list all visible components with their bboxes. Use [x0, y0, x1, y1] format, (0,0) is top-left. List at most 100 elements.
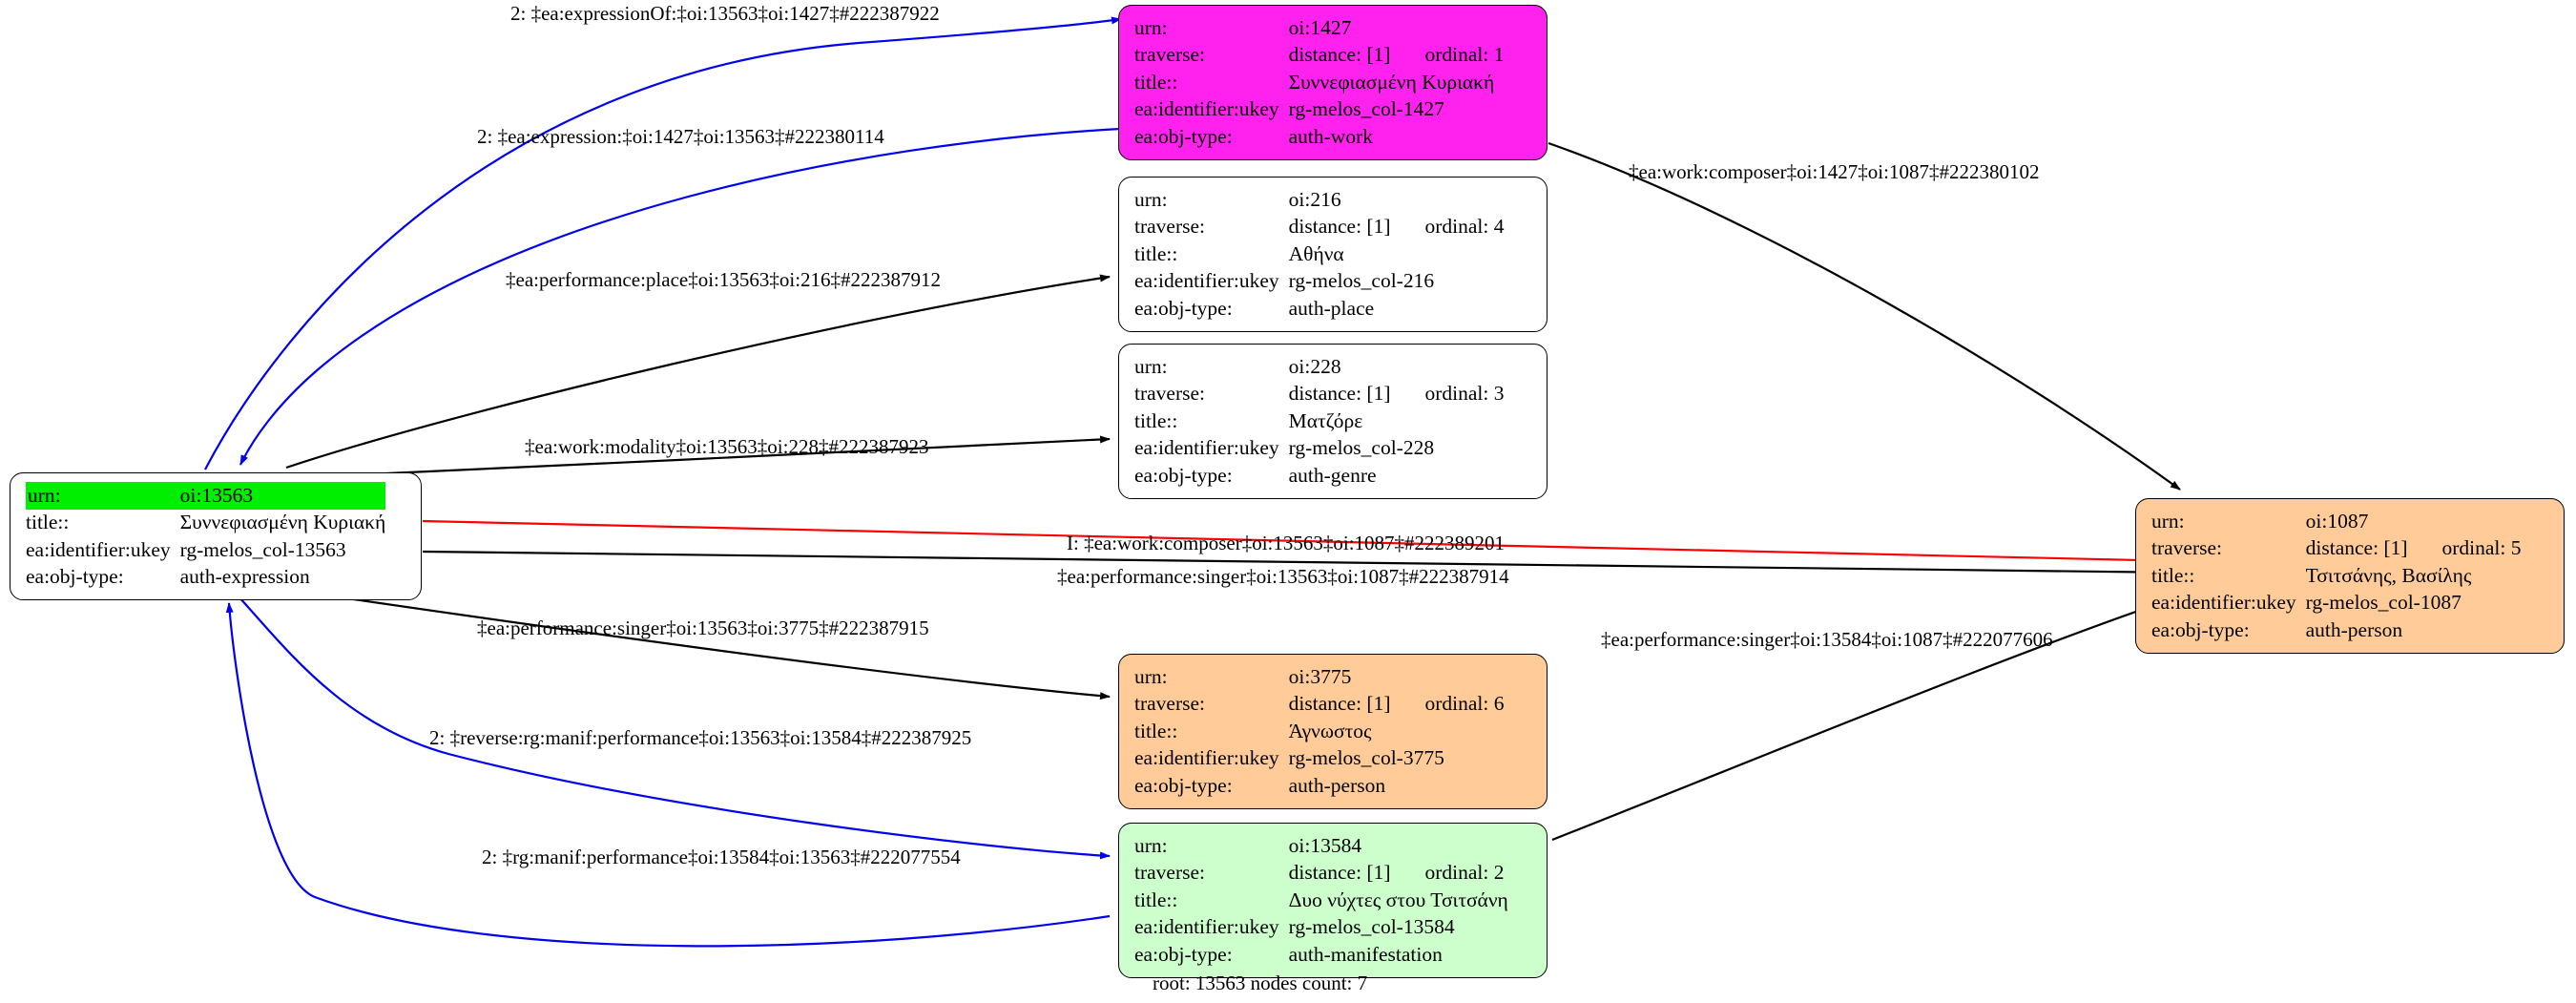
- edge-path-e6: [422, 519, 2184, 565]
- traverse-ordinal: ordinal: 1: [1424, 43, 1505, 66]
- edge-path-e8: [314, 592, 1111, 700]
- field-label-ukey: ea:identifier:ukey: [1134, 746, 1279, 769]
- traverse-distance: distance: [1]: [1288, 382, 1391, 405]
- node-row-objtype: ea:obj-type: auth-expression: [26, 564, 385, 592]
- field-value-traverse: distance: [1] ordinal: 3: [1289, 381, 1505, 408]
- field-label-objtype: ea:obj-type:: [1134, 942, 1233, 966]
- field-label-urn: urn:: [1134, 187, 1168, 211]
- field-label-objtype: ea:obj-type:: [1134, 463, 1233, 487]
- field-label-ukey: ea:identifier:ukey: [1134, 269, 1279, 292]
- node-1427[interactable]: urn: oi:1427 traverse: distance: [1]ordi…: [1118, 5, 1548, 160]
- field-label-objtype: ea:obj-type:: [1134, 296, 1233, 320]
- field-value-ukey: rg-melos_col-13563: [179, 537, 346, 561]
- field-value-objtype: auth-place: [1288, 296, 1375, 320]
- edge-label-e8: ‡ea:performance:singer‡oi:13563‡oi:3775‡…: [477, 616, 929, 639]
- edge-path-e1: [204, 16, 1122, 470]
- node-row-objtype: ea:obj-type: auth-person: [1134, 772, 1505, 800]
- field-label-traverse: traverse:: [1134, 43, 1206, 66]
- node-row-title: title:: Συννεφιασμένη Κυριακή: [26, 510, 385, 537]
- node-row-title: title:: Αθήνα: [1134, 240, 1505, 268]
- node-row-objtype: ea:obj-type: auth-manifestation: [1134, 941, 1508, 969]
- node-row-ukey: ea:identifier:ukey rg-melos_col-13563: [26, 536, 385, 564]
- field-label-title: title::: [1134, 719, 1178, 742]
- field-value-traverse: distance: [1] ordinal: 4: [1289, 214, 1505, 241]
- node-row-ukey: ea:identifier:ukey rg-melos_col-216: [1134, 268, 1505, 296]
- field-label-title: title::: [1134, 888, 1178, 911]
- node-row-traverse: traverse: distance: [1] ordinal: 5: [2151, 535, 2522, 563]
- traverse-ordinal: ordinal: 3: [1424, 382, 1505, 405]
- field-label-ukey: ea:identifier:ukey: [1134, 97, 1279, 120]
- node-row-traverse: traverse: distance: [1] ordinal: 1: [1134, 42, 1505, 70]
- field-value-ukey: rg-melos_col-216: [1288, 269, 1435, 292]
- traverse-ordinal: ordinal: 5: [2441, 536, 2522, 559]
- node-row-title: title:: Τσιτσάνης, Βασίλης: [2151, 562, 2522, 590]
- field-label-ukey: ea:identifier:ukey: [2151, 591, 2296, 614]
- traverse-distance: distance: [1]: [2305, 536, 2408, 559]
- field-label-traverse: traverse:: [1134, 861, 1206, 884]
- node-row-traverse: traverse: distance: [1]ordinal: 6: [1134, 691, 1505, 719]
- edge-label-e11: ‡ea:performance:singer‡oi:13584‡oi:1087‡…: [1601, 628, 2053, 651]
- field-value-objtype: auth-expression: [179, 565, 310, 588]
- field-label-objtype: ea:obj-type:: [1134, 773, 1233, 797]
- traverse-ordinal: ordinal: 2: [1424, 861, 1505, 884]
- node-row-objtype: ea:obj-type: auth-place: [1134, 295, 1505, 323]
- traverse-distance: distance: [1]: [1288, 43, 1391, 66]
- field-label-objtype: ea:obj-type:: [2151, 617, 2250, 641]
- node-1087[interactable]: urn: oi:1087 traverse: distance: [1] ordi…: [2135, 498, 2565, 654]
- node-row-title: title:: Συννεφιασμένη Κυριακή: [1134, 69, 1505, 96]
- field-value-ukey: rg-melos_col-3775: [1288, 746, 1444, 769]
- field-label-title: title::: [1134, 408, 1178, 432]
- field-label-traverse: traverse:: [1134, 692, 1206, 715]
- field-value-title: Δυο νύχτες στου Τσιτσάνη: [1288, 888, 1508, 911]
- node-13584[interactable]: urn: oi:13584 traverse: distance: [1]ord…: [1118, 823, 1548, 978]
- field-label-traverse: traverse:: [1134, 382, 1206, 405]
- node-row-traverse: traverse: distance: [1] ordinal: 3: [1134, 381, 1505, 408]
- node-3775[interactable]: urn: oi:3775 traverse: distance: [1]ordi…: [1118, 654, 1548, 809]
- field-label-objtype: ea:obj-type:: [26, 565, 124, 588]
- field-value-traverse: distance: [1]ordinal: 2: [1289, 860, 1508, 888]
- field-label-urn: urn:: [2151, 509, 2185, 533]
- node-root-13563[interactable]: urn: oi:13563 title:: Συννεφιασμένη Κυρι…: [10, 472, 422, 600]
- node-row-objtype: ea:obj-type: auth-genre: [1134, 462, 1505, 490]
- node-row-title: title:: Ματζόρε: [1134, 407, 1505, 435]
- field-label-urn: urn:: [1134, 664, 1168, 688]
- node-row-objtype: ea:obj-type: auth-work: [1134, 123, 1505, 151]
- node-row-title: title:: Δυο νύχτες στου Τσιτσάνη: [1134, 887, 1508, 914]
- node-228[interactable]: urn: oi:228 traverse: distance: [1]ordin…: [1118, 344, 1548, 499]
- field-value-objtype: auth-genre: [1288, 463, 1377, 487]
- field-value-objtype: auth-person: [1288, 773, 1386, 797]
- node-row-ukey: ea:identifier:ukey rg-melos_col-1427: [1134, 96, 1505, 124]
- graph-caption: root: 13563 nodes count: 7: [1153, 972, 1368, 994]
- field-label-title: title::: [2151, 563, 2195, 587]
- field-value-urn: oi:1427: [1288, 15, 1352, 39]
- field-value-traverse: distance: [1] ordinal: 1: [1289, 42, 1505, 70]
- node-row-ukey: ea:identifier:ukey rg-melos_col-228: [1134, 435, 1505, 463]
- node-row-urn: urn: oi:1087: [2151, 508, 2522, 535]
- node-row-urn: urn: oi:13563: [26, 482, 386, 510]
- field-value-objtype: auth-work: [1288, 124, 1373, 148]
- field-label-ukey: ea:identifier:ukey: [26, 537, 171, 561]
- field-value-ukey: rg-melos_col-1087: [2305, 591, 2462, 614]
- edge-label-e3: ‡ea:performance:place‡oi:13563‡oi:216‡#2…: [506, 268, 942, 291]
- field-label-ukey: ea:identifier:ukey: [1134, 436, 1279, 459]
- node-row-title: title:: Άγνωστος: [1134, 718, 1505, 745]
- edge-label-e5: ‡ea:work:composer‡oi:1427‡oi:1087‡#22238…: [1629, 160, 2040, 183]
- edge-label-e6: I: ‡ea:work:composer‡oi:13563‡oi:1087‡#2…: [1067, 532, 1506, 554]
- field-value-urn: oi:1087: [2305, 509, 2369, 533]
- node-row-traverse: traverse: distance: [1] ordinal: 4: [1134, 214, 1505, 241]
- node-216[interactable]: urn: oi:216 traverse: distance: [1]ordin…: [1118, 177, 1548, 332]
- node-row-urn: urn: oi:13584: [1134, 832, 1508, 860]
- edge-path-e11: [1551, 595, 2181, 842]
- field-value-objtype: auth-manifestation: [1288, 942, 1443, 966]
- traverse-distance: distance: [1]: [1288, 215, 1391, 238]
- traverse-distance: distance: [1]: [1288, 692, 1391, 715]
- edge-label-e1: 2: ‡ea:expressionOf:‡oi:13563‡oi:1427‡#2…: [510, 2, 940, 25]
- field-label-traverse: traverse:: [1134, 215, 1206, 238]
- field-value-title: Συννεφιασμένη Κυριακή: [1288, 70, 1495, 94]
- edge-path-e9: [238, 596, 1111, 860]
- node-row-objtype: ea:obj-type: auth-person: [2151, 616, 2522, 644]
- field-label-traverse: traverse:: [2151, 536, 2223, 559]
- traverse-ordinal: ordinal: 4: [1424, 215, 1505, 238]
